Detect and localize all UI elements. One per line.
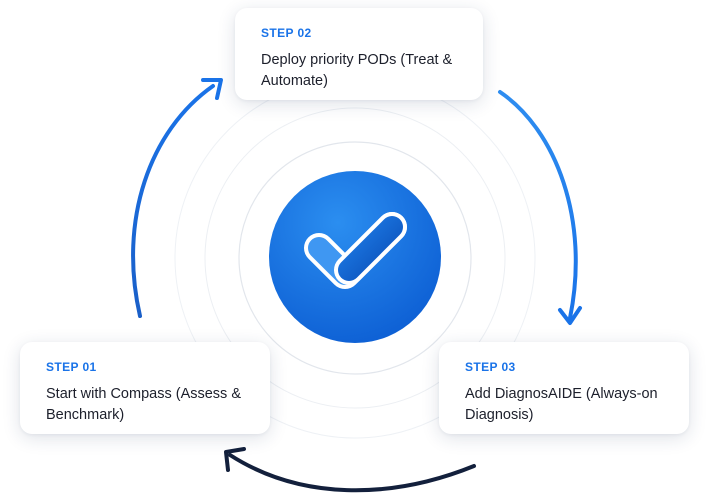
step-label: STEP 03	[465, 360, 516, 374]
step-description: Add DiagnosAIDE (Always-on Diagnosis)	[465, 386, 658, 423]
step-description: Start with Compass (Assess & Benchmark)	[46, 386, 241, 423]
middle-ring	[204, 107, 506, 409]
checkmark-logo-icon	[304, 212, 407, 289]
step-description: Deploy priority PODs (Treat & Automate)	[261, 52, 453, 89]
arrow-step02-to-step03	[498, 90, 582, 325]
arrow-step03-to-step01	[224, 447, 476, 493]
arrow-step01-to-step02	[131, 78, 223, 318]
step-card-03: STEP 03 Add DiagnosAIDE (Always-on Diagn…	[439, 342, 689, 434]
step-label: STEP 02	[261, 26, 312, 40]
inner-ring	[238, 141, 472, 375]
step-card-02: STEP 02 Deploy priority PODs (Treat & Au…	[235, 8, 483, 100]
step-card-01: STEP 01 Start with Compass (Assess & Ben…	[20, 342, 270, 434]
step-label: STEP 01	[46, 360, 97, 374]
